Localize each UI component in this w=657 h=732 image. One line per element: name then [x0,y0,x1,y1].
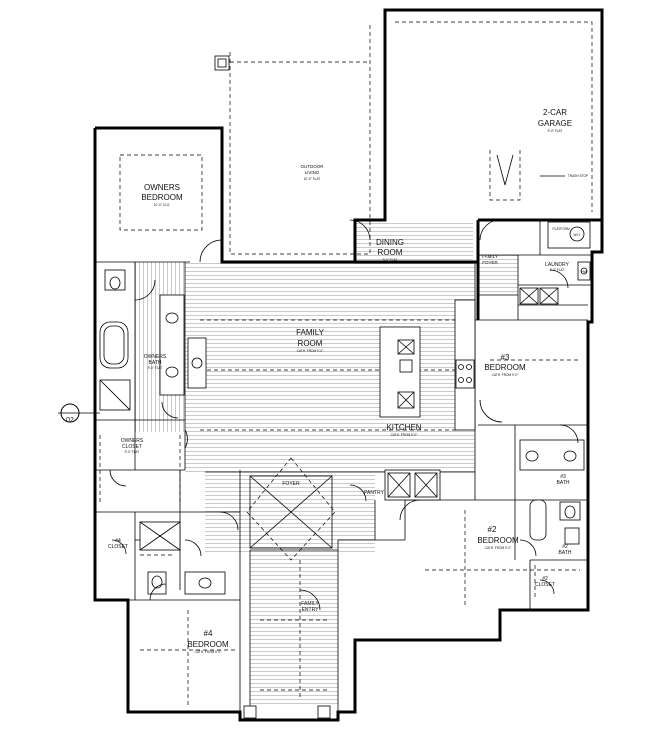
section-marker: 02 [58,403,100,424]
svg-text:10'-0" CLG.: 10'-0" CLG. [154,203,171,207]
room-bedroom2: #2 BEDROOM CATH. FROM 9'-0" [477,525,519,550]
doors [109,219,579,611]
hw-label: HW [581,270,586,274]
svg-text:FAMILY: FAMILY [482,254,498,259]
fireplace [187,337,207,389]
secondary-bath-fixtures [139,439,585,595]
svg-text:LAUNDRY: LAUNDRY [545,262,569,268]
svg-text:2-CAR: 2-CAR [543,108,567,117]
svg-text:CATH. FROM 9'-0": CATH. FROM 9'-0" [391,433,418,437]
svg-text:#3: #3 [560,474,566,480]
svg-text:#2: #2 [542,576,548,582]
svg-text:FAMILY: FAMILY [301,601,319,607]
section-marker-label: 02 [66,417,74,424]
svg-text:OWNERS: OWNERS [144,183,180,192]
room-kitchen: KITCHEN CATH. FROM 9'-0" [386,423,421,437]
svg-text:CATH. FROM 9'-0": CATH. FROM 9'-0" [297,349,324,353]
svg-text:BEDROOM: BEDROOM [484,363,526,372]
svg-text:GARAGE: GARAGE [538,119,572,128]
trash-stop-label: TRASH STOP [568,174,588,178]
room-closet2: #2 CLOSET [535,576,555,588]
room-dining-room: DINING ROOM 9'-0" FLAT [376,238,404,262]
svg-text:CATH. FROM 9'-0": CATH. FROM 9'-0" [485,546,512,550]
porch-columns [214,55,331,719]
room-closet4: #4 CLOSET [108,538,128,550]
room-bedroom3: #3 BEDROOM CATH. FROM 9'-0" [484,353,526,377]
room-labels: OWNERS BEDROOM 10'-0" CLG. OUTDOOR LIVIN… [108,108,572,654]
svg-text:FAMILY: FAMILY [296,328,325,337]
laundry-fixtures [519,221,591,305]
svg-text:BATH: BATH [149,360,162,366]
garage-step [489,150,565,201]
svg-text:OWNERS: OWNERS [144,354,167,360]
svg-text:CATH. FROM 9'-0": CATH. FROM 9'-0" [492,373,519,377]
svg-text:#2: #2 [562,544,568,550]
room-bath2: #2 BATH [559,544,572,556]
svg-text:#3: #3 [501,353,510,362]
foyer-ceiling [246,457,336,561]
platform-label: PLATFORM [552,227,569,231]
svg-text:ENTRY: ENTRY [302,607,320,613]
room-bath3: #3 BATH [557,474,570,486]
svg-text:BEDROOM: BEDROOM [187,640,229,649]
room-family-room: FAMILY ROOM CATH. FROM 9'-0" [296,328,325,353]
room-garage: 2-CAR GARAGE 9'-0" FLAT [538,108,572,133]
svg-text:BEDROOM: BEDROOM [141,193,183,202]
closet-shelving [99,435,536,600]
room-laundry: LAUNDRY 9'-0" FLAT [545,262,569,272]
svg-text:OUTDOOR: OUTDOOR [301,164,325,169]
svg-text:9'-0" FLAT: 9'-0" FLAT [548,129,563,133]
room-owners-bath: OWNERS BATH 9'-0" FLAT [144,354,167,370]
wh-label: W.H. [574,233,581,237]
room-owners-closet: OWNERS CLOSET 9'-0" FLAT [121,438,144,454]
svg-text:LIVING: LIVING [305,170,320,175]
room-owners-bedroom: OWNERS BEDROOM 10'-0" CLG. [141,183,183,207]
room-family-entry: FAMILY ENTRY [301,601,319,613]
svg-text:BATH: BATH [557,480,570,486]
room-bedroom4: #4 BEDROOM CATH. FROM 9'-0" [187,629,229,654]
svg-text:CATH. FROM 9'-0": CATH. FROM 9'-0" [195,650,222,654]
svg-text:BEDROOM: BEDROOM [477,536,519,545]
room-outdoor-living: OUTDOOR LIVING 10'-0" FLAT [301,164,325,181]
small-notes: TRASH STOP PLATFORM W.H. HW [552,174,588,274]
svg-text:9'-0" FLAT: 9'-0" FLAT [383,258,398,262]
svg-text:10'-0" FLAT: 10'-0" FLAT [304,177,321,181]
owners-bath-fixtures [99,269,185,411]
svg-text:BATH: BATH [559,550,572,556]
svg-text:#4: #4 [204,629,213,638]
svg-text:CLOSET: CLOSET [108,544,128,550]
svg-text:PANTRY: PANTRY [364,490,384,496]
svg-text:CLOSET: CLOSET [535,582,555,588]
floor-hatching [135,220,518,705]
svg-text:KITCHEN: KITCHEN [386,423,421,432]
ceiling-lines [119,21,593,705]
svg-text:ROOM: ROOM [298,339,323,348]
svg-text:9'-0" FLAT: 9'-0" FLAT [550,268,565,272]
room-pantry: PANTRY [364,490,384,496]
svg-text:#4: #4 [115,538,121,544]
svg-text:FOYER: FOYER [282,481,300,487]
kitchen-fixtures [379,299,476,501]
svg-text:CLOSET: CLOSET [122,444,142,450]
room-family-foyer: FAMILY FOYER [482,254,498,265]
svg-text:9'-0" FLAT: 9'-0" FLAT [125,450,140,454]
room-foyer: FOYER [282,481,300,487]
svg-text:DINING: DINING [376,238,404,247]
svg-text:ROOM: ROOM [378,248,403,257]
svg-text:FOYER: FOYER [482,260,498,265]
svg-text:#2: #2 [488,525,497,534]
svg-text:OWNERS: OWNERS [121,438,144,444]
svg-text:9'-0" FLAT: 9'-0" FLAT [148,366,163,370]
